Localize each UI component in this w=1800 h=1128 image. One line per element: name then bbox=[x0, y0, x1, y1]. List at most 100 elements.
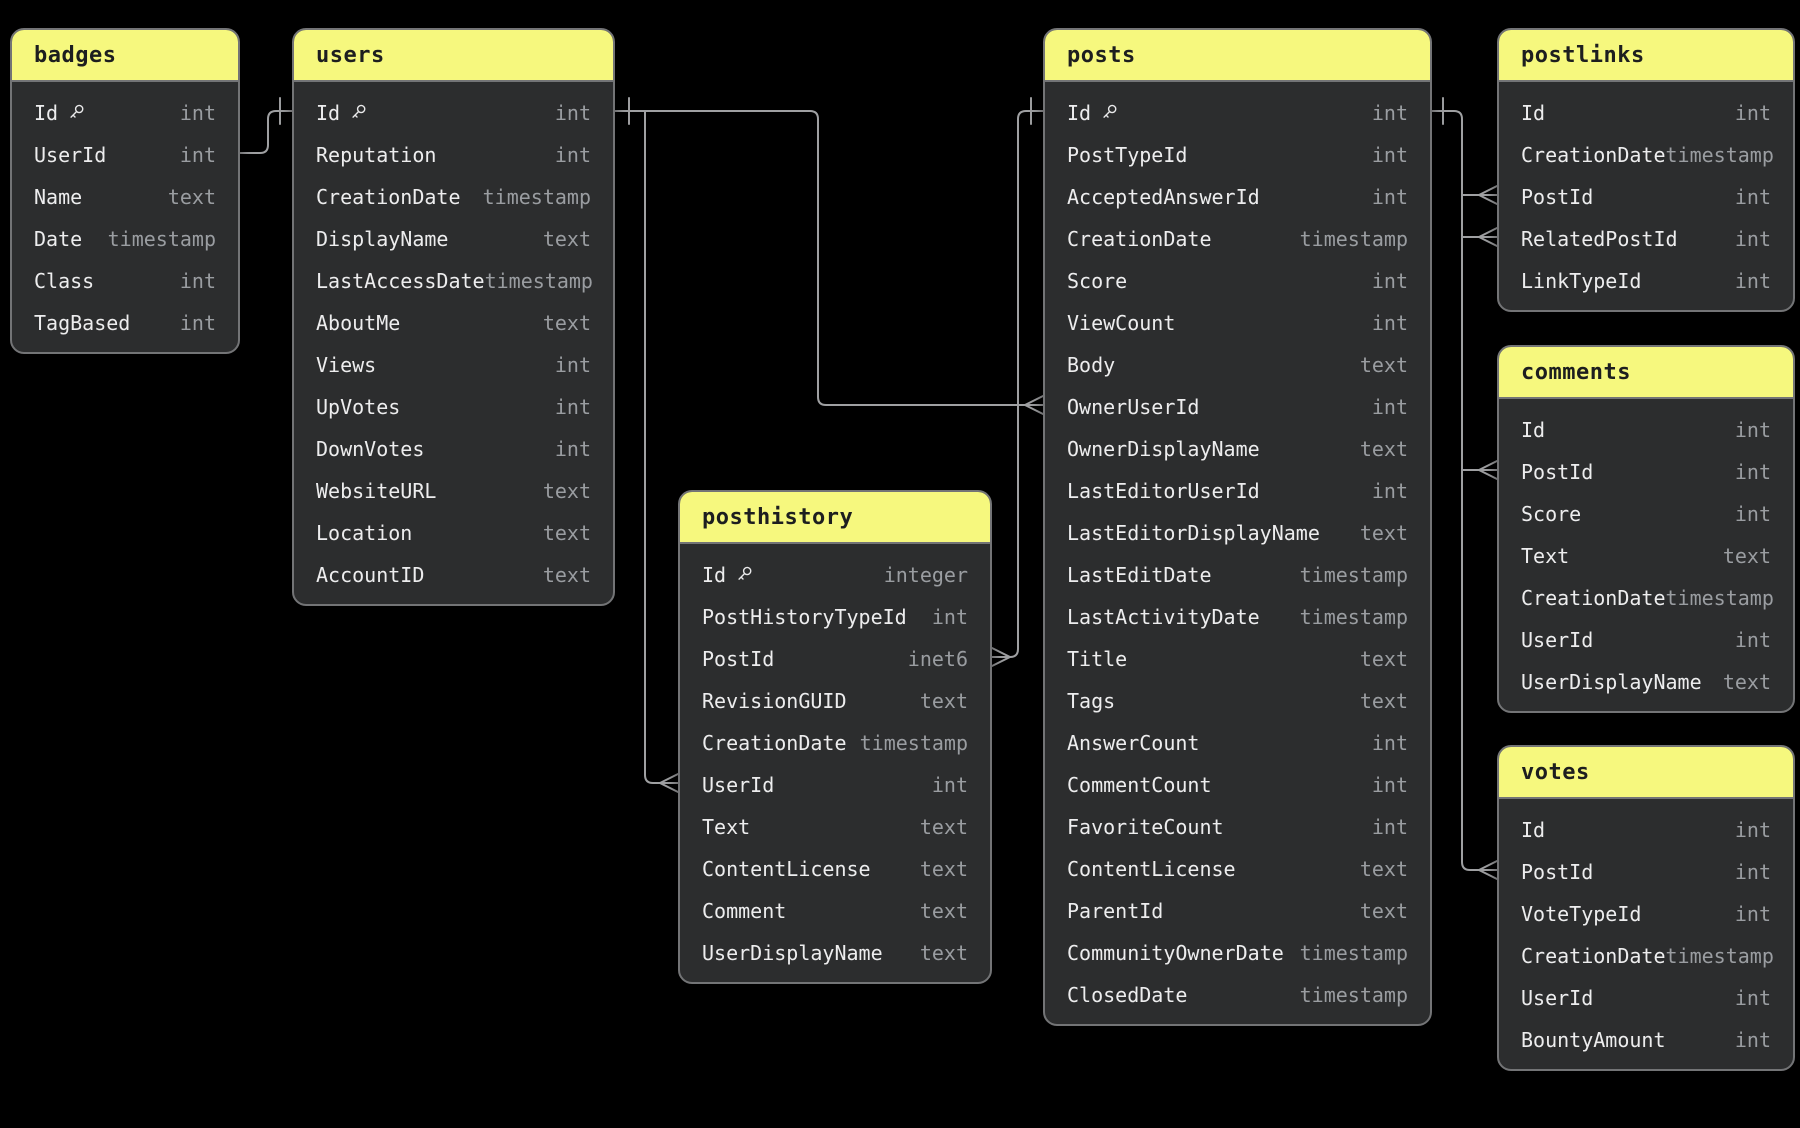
crow-foot-many-marker bbox=[1478, 185, 1498, 205]
table-header[interactable]: badges bbox=[12, 30, 238, 82]
relationship-users-posts-owner[interactable] bbox=[614, 97, 1044, 415]
relationship-posts-posthistory-post[interactable] bbox=[991, 97, 1044, 667]
relationship-users-posthistory-user[interactable] bbox=[644, 110, 679, 793]
field-name: UserId bbox=[34, 143, 107, 167]
table-header[interactable]: postlinks bbox=[1499, 30, 1793, 82]
table-header[interactable]: users bbox=[294, 30, 613, 82]
table-header[interactable]: votes bbox=[1499, 747, 1793, 799]
relationship-posts-comments-post[interactable] bbox=[1461, 460, 1498, 480]
primary-key-icon bbox=[67, 103, 87, 123]
table-header[interactable]: comments bbox=[1499, 347, 1793, 399]
table-header[interactable]: posthistory bbox=[680, 492, 990, 544]
field-type: integer bbox=[883, 563, 968, 587]
field-name: LastActivityDate bbox=[1067, 605, 1260, 629]
field-name: PostTypeId bbox=[1067, 143, 1188, 167]
relationship-posts-postlinks-post[interactable] bbox=[1461, 185, 1498, 205]
table-header[interactable]: posts bbox=[1045, 30, 1430, 82]
field-row-userid[interactable]: UserId int bbox=[12, 134, 238, 176]
relationship-posts-votes-post[interactable] bbox=[1431, 97, 1498, 880]
relationship-badges-users[interactable] bbox=[239, 97, 293, 154]
primary-key-icon bbox=[735, 565, 755, 585]
field-name: Views bbox=[316, 353, 377, 377]
relationship-posts-postlinks-related[interactable] bbox=[1461, 227, 1498, 247]
field-type: int bbox=[179, 143, 216, 167]
